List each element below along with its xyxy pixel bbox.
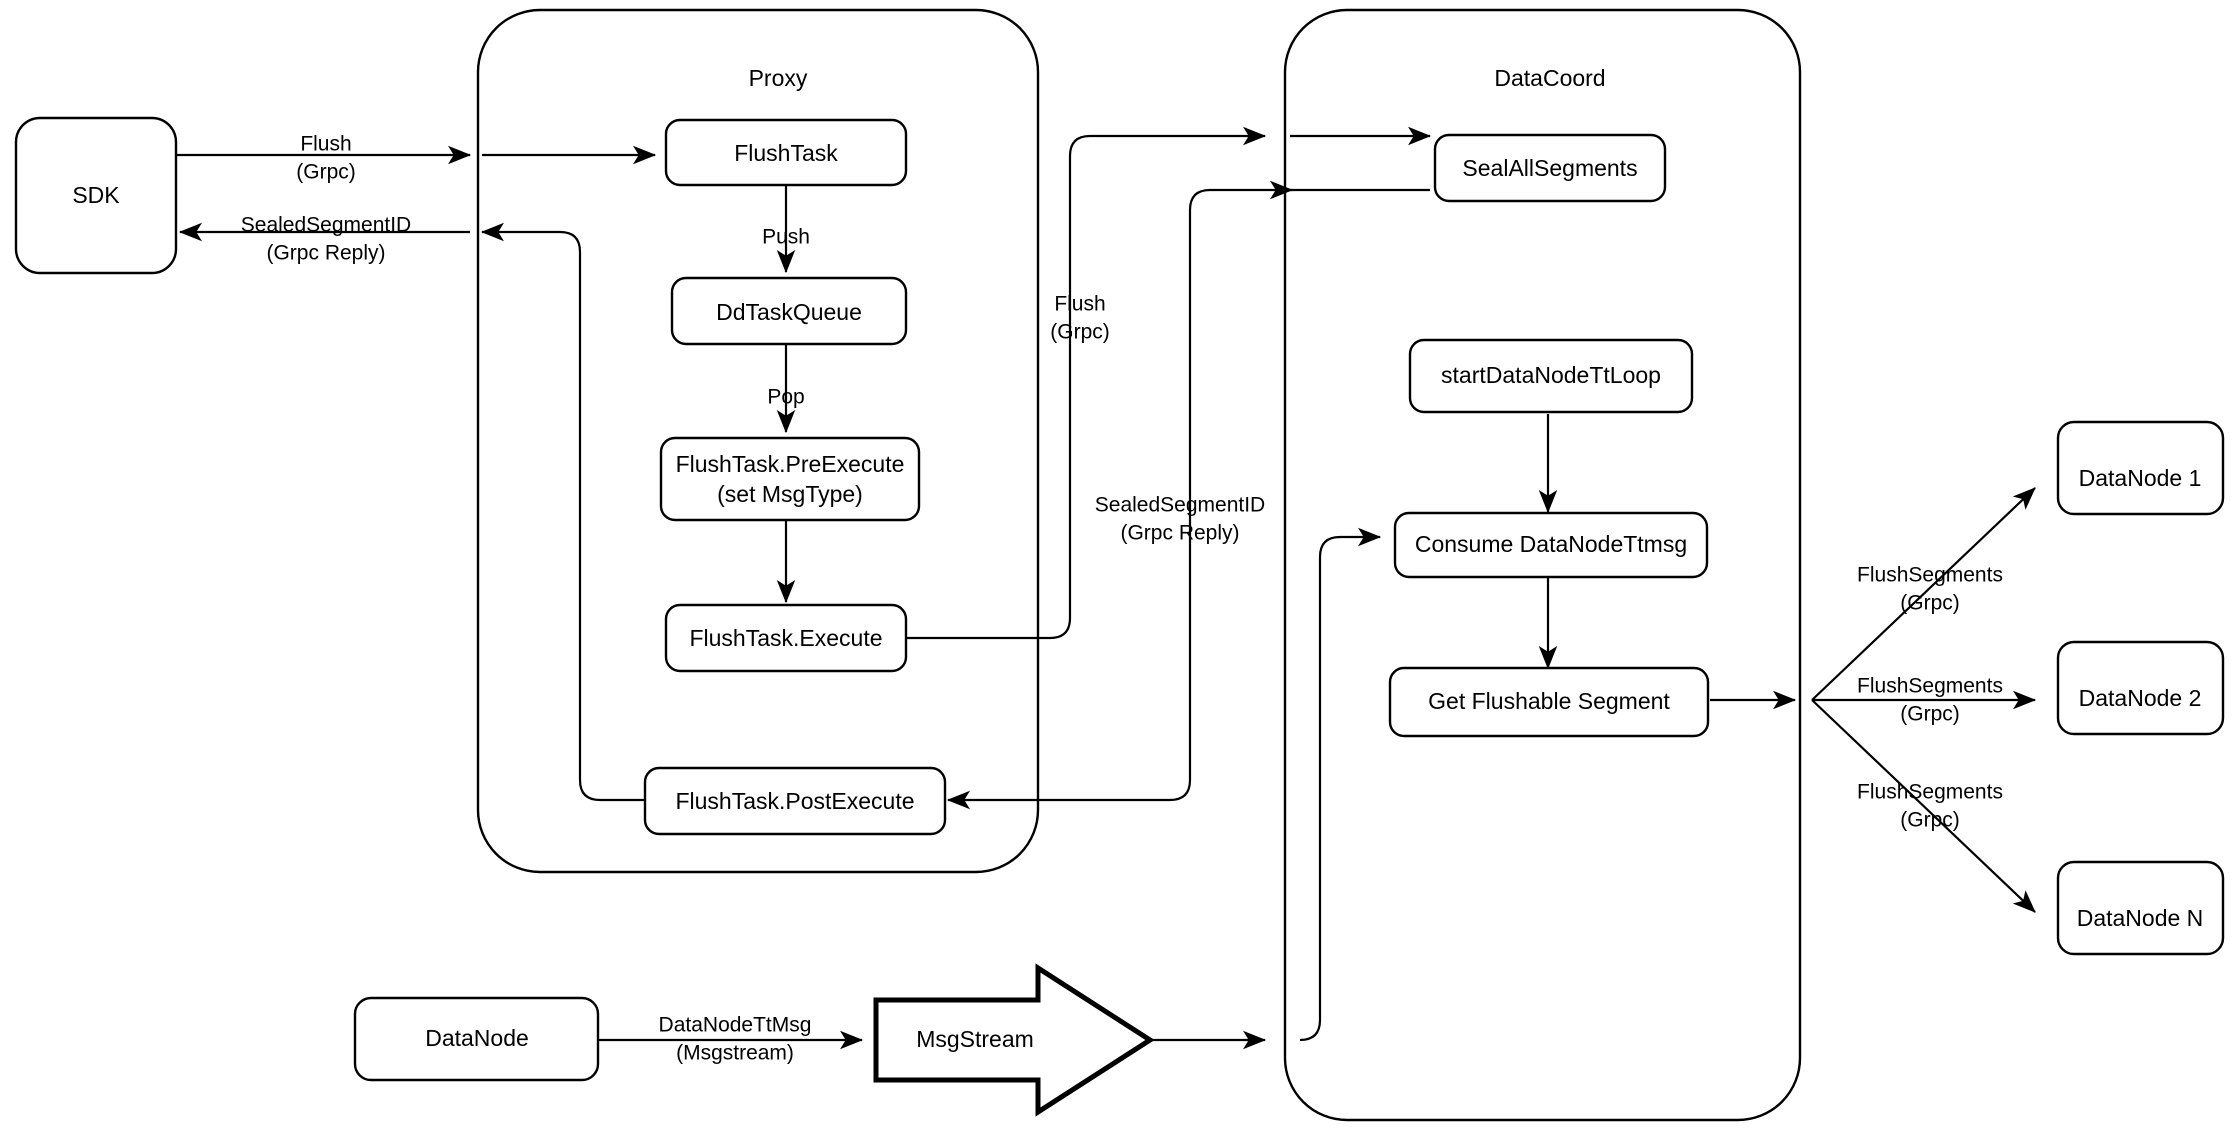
container-proxy: Proxy <box>476 8 1040 874</box>
getflushable-label: Get Flushable Segment <box>1428 688 1670 714</box>
datanode-1-box[interactable] <box>2056 420 2225 516</box>
flush-grpc-line2: (Grpc) <box>296 161 356 184</box>
label-flushsegments-2: FlushSegments (Grpc) <box>1857 675 2003 726</box>
edge-postexecute-to-proxy-boundary <box>480 222 645 802</box>
sdk-box[interactable] <box>14 116 178 275</box>
datanode-source-label: DataNode <box>425 1025 529 1051</box>
ddtaskqueue-box[interactable] <box>670 276 908 346</box>
datanode-n-box[interactable] <box>2056 860 2225 956</box>
preexecute-label-line1: FlushTask.PreExecute <box>676 451 905 477</box>
node-start-datanode-tt-loop[interactable]: startDataNodeTtLoop <box>1408 338 1694 414</box>
edge-execute-to-datacoord <box>906 126 1267 640</box>
msgstream-label: MsgStream <box>916 1026 1034 1052</box>
edge-hub-to-datanode-1 <box>1811 487 2036 701</box>
datanode-1-label: DataNode 1 <box>2079 465 2202 491</box>
node-flushtask-preexecute[interactable]: FlushTask.PreExecute (set MsgType) <box>659 436 921 522</box>
node-seal-all-segments[interactable]: SealAllSegments <box>1433 133 1667 203</box>
node-datanode-2[interactable]: DataNode 2 <box>2056 640 2225 736</box>
flushsegments-2-line2: (Grpc) <box>1900 703 1960 726</box>
preexecute-box[interactable] <box>659 436 921 522</box>
datanode-2-box[interactable] <box>2056 640 2225 736</box>
node-msgstream[interactable]: MsgStream <box>873 963 1155 1117</box>
sealed-reply-line2: (Grpc Reply) <box>266 242 385 265</box>
sealallsegments-box[interactable] <box>1433 133 1667 203</box>
datacoord-boundary <box>1283 8 1802 1122</box>
sealed-reply-line1: SealedSegmentID <box>241 214 411 237</box>
flush-datacoord-line1: Flush <box>1054 293 1105 316</box>
flushsegments-1-line2: (Grpc) <box>1900 592 1960 615</box>
proxy-title: Proxy <box>749 65 808 91</box>
edge-datacoord-boundary-to-consume <box>1299 527 1382 1042</box>
msgstream-block-arrow-shape[interactable] <box>873 963 1155 1117</box>
startdatanodettloop-label: startDataNodeTtLoop <box>1441 362 1661 388</box>
node-datanode-1[interactable]: DataNode 1 <box>2056 420 2225 516</box>
label-pop: Pop <box>767 386 804 409</box>
sealed-datacoord-line1: SealedSegmentID <box>1095 494 1265 517</box>
container-datacoord: DataCoord <box>1283 8 1802 1122</box>
getflushable-box[interactable] <box>1388 666 1710 738</box>
edge-hub-to-datanode-n <box>1811 699 2036 913</box>
node-datanode-n[interactable]: DataNode N <box>2056 860 2225 956</box>
startdatanodettloop-box[interactable] <box>1408 338 1694 414</box>
node-datanode-source[interactable]: DataNode <box>353 996 600 1082</box>
label-push: Push <box>762 226 810 249</box>
node-flushtask-postexecute[interactable]: FlushTask.PostExecute <box>643 766 947 836</box>
label-datanode-ttmsg: DataNodeTtMsg (Msgstream) <box>659 1014 812 1065</box>
label-flushsegments-n: FlushSegments (Grpc) <box>1857 781 2003 832</box>
label-sealedsegmentid-reply-datacoord: SealedSegmentID (Grpc Reply) <box>1095 494 1265 545</box>
node-dd-task-queue[interactable]: DdTaskQueue <box>670 276 908 346</box>
edge-sealallsegments-to-postexecute <box>946 188 1430 810</box>
flushtask-label: FlushTask <box>734 140 838 166</box>
node-sdk[interactable]: SDK <box>14 116 178 275</box>
preexecute-label-line2: (set MsgType) <box>717 481 863 507</box>
node-get-flushable-segment[interactable]: Get Flushable Segment <box>1388 666 1710 738</box>
postexecute-label: FlushTask.PostExecute <box>675 788 914 814</box>
label-flushsegments-1: FlushSegments (Grpc) <box>1857 564 2003 615</box>
execute-box[interactable] <box>664 603 908 673</box>
proxy-boundary <box>476 8 1040 874</box>
datanode-ttmsg-line1: DataNodeTtMsg <box>659 1014 812 1037</box>
label-flush-grpc-sdk: Flush (Grpc) <box>296 133 356 184</box>
flushtask-box[interactable] <box>664 118 908 187</box>
datanode-ttmsg-line2: (Msgstream) <box>676 1042 794 1065</box>
ddtaskqueue-label: DdTaskQueue <box>716 299 862 325</box>
postexecute-box[interactable] <box>643 766 947 836</box>
datacoord-title: DataCoord <box>1494 65 1605 91</box>
consume-box[interactable] <box>1393 511 1709 579</box>
flushsegments-n-line1: FlushSegments <box>1857 781 2003 804</box>
datanode-n-label: DataNode N <box>2077 905 2204 931</box>
sdk-label: SDK <box>72 182 120 208</box>
label-flush-grpc-datacoord: Flush (Grpc) <box>1050 293 1110 344</box>
node-flushtask-execute[interactable]: FlushTask.Execute <box>664 603 908 673</box>
execute-label: FlushTask.Execute <box>689 625 882 651</box>
datanode-2-label: DataNode 2 <box>2079 685 2202 711</box>
sealallsegments-label: SealAllSegments <box>1462 155 1637 181</box>
node-flush-task[interactable]: FlushTask <box>664 118 908 187</box>
flushsegments-2-line1: FlushSegments <box>1857 675 2003 698</box>
datanode-source-box[interactable] <box>353 996 600 1082</box>
flushsegments-1-line1: FlushSegments <box>1857 564 2003 587</box>
node-consume-datanode-ttmsg[interactable]: Consume DataNodeTtmsg <box>1393 511 1709 579</box>
sealed-datacoord-line2: (Grpc Reply) <box>1120 522 1239 545</box>
flush-datacoord-line2: (Grpc) <box>1050 321 1110 344</box>
flush-grpc-line1: Flush <box>300 133 351 156</box>
consume-label: Consume DataNodeTtmsg <box>1415 531 1687 557</box>
flushsegments-n-line2: (Grpc) <box>1900 809 1960 832</box>
label-sealedsegmentid-reply-sdk: SealedSegmentID (Grpc Reply) <box>241 214 411 265</box>
